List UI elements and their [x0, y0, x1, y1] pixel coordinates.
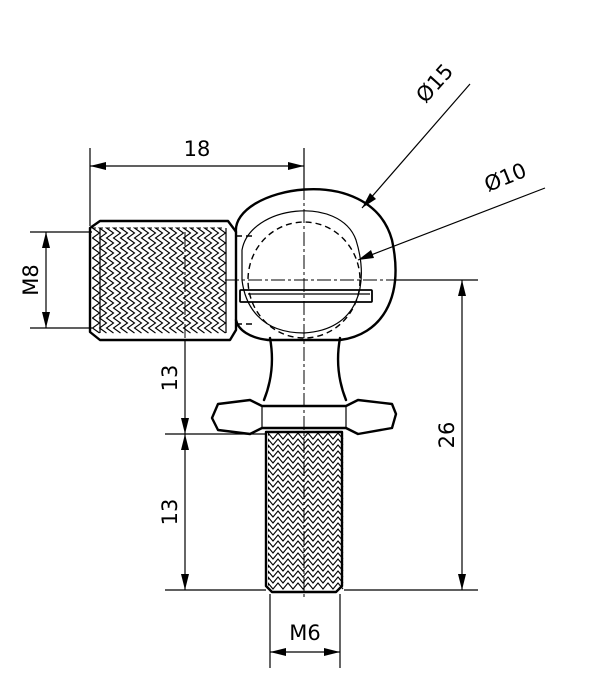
dimension-label-dia-15: Ø15: [411, 59, 458, 107]
dimension-18: 18: [89, 137, 305, 226]
m8-thread-texture: [92, 227, 227, 334]
dimension-label-m6: M6: [289, 621, 320, 645]
center-lines: [184, 186, 400, 600]
dimension-label-18: 18: [184, 137, 211, 161]
dimension-dia-15: Ø15: [361, 59, 471, 209]
dimension-label-13-lower: 13: [158, 499, 182, 526]
hex-flange: [210, 398, 398, 436]
dimension-dia-10: Ø10: [357, 158, 546, 261]
neck: [262, 336, 348, 402]
ball-eye: [234, 188, 397, 342]
dimension-label-13-upper: 13: [158, 365, 182, 392]
dimension-13-pair: 13 13: [158, 340, 266, 591]
m6-thread-texture: [268, 432, 344, 590]
dimension-26: 26: [344, 279, 478, 591]
m6-threaded-stud: [264, 430, 344, 594]
dimension-label-26: 26: [435, 422, 459, 449]
dimension-label-m8: M8: [19, 264, 43, 295]
dimension-m6: M6: [269, 594, 341, 668]
m8-threaded-shank: [88, 219, 238, 342]
dimension-label-dia-10: Ø10: [481, 158, 530, 196]
dimension-m8: M8: [19, 231, 92, 329]
